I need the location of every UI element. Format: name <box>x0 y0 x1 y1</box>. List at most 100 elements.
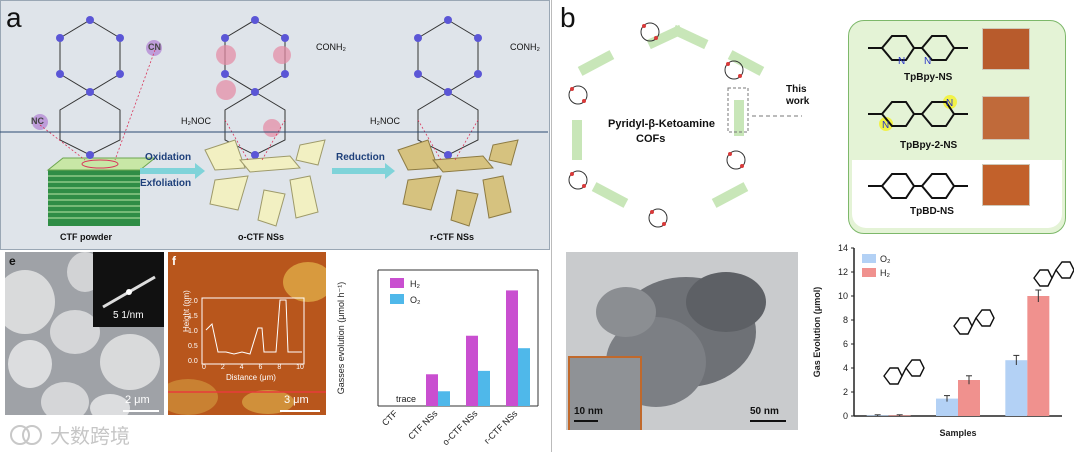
sample-label-tpbpy: TpBpy-NS <box>904 72 952 83</box>
panel-e-letter: e <box>9 254 16 268</box>
y-tick-label: 10 <box>838 291 848 301</box>
o-ctf-nanosheets <box>205 140 325 226</box>
sample-row-tpbpy-2: N N TpBpy-2-NS <box>856 92 1056 156</box>
sample-photo-tpbpy <box>982 28 1030 70</box>
y-axis-label: Gas Evolution (μmol) <box>812 287 822 378</box>
sample-photo-tpbpy-2 <box>982 96 1030 140</box>
bar-H-3 <box>506 290 518 406</box>
bar-H-2 <box>466 336 478 406</box>
scale-bar-f <box>280 410 320 412</box>
afm-inset-ytick-0: 0.0 <box>188 358 198 365</box>
this-work-label-2: work <box>786 96 809 107</box>
panel-a-schematic <box>0 0 548 248</box>
sample-label-tpbd: TpBD-NS <box>910 206 954 217</box>
bar-O-2 <box>1005 360 1027 416</box>
tem-inset-scale: 10 nm <box>574 406 603 417</box>
ctf-network-1 <box>60 20 120 155</box>
legend-label: O₂ <box>410 295 421 305</box>
tem-scale-bar <box>750 420 786 422</box>
bar-H-1 <box>426 374 438 406</box>
group-conh2-label-1: CONH₂ <box>316 42 346 52</box>
svg-text:N: N <box>946 98 953 109</box>
trace-annotation: trace <box>396 394 416 404</box>
y-tick-label: 4 <box>843 363 848 373</box>
group-h2noc-label-2: H₂NOC <box>370 116 400 126</box>
saed-inset: 5 1/nm <box>93 252 164 327</box>
sample-photo-tpbd <box>982 164 1030 206</box>
biphenyl-structure-icon <box>862 166 972 206</box>
y-tick-label: 14 <box>838 243 848 253</box>
stage-label-o-ctf: o-CTF NSs <box>238 232 284 242</box>
afm-xtick: 0 <box>202 364 206 371</box>
afm-xtick: 2 <box>221 364 225 371</box>
x-tick-label: CTF <box>380 408 400 428</box>
afm-xtick: 10 <box>296 364 304 371</box>
x-tick-label: r-CTF NSs <box>482 408 520 446</box>
arrow-oxidation-label: Oxidation <box>145 152 191 163</box>
tem-image-b: 10 nm 50 nm <box>566 252 798 430</box>
ctf-network-3 <box>418 20 478 155</box>
arrow-reduction-label: Reduction <box>336 152 385 163</box>
bipyridine-2-structure-icon: N N <box>862 94 972 134</box>
bar-O-1 <box>438 391 450 406</box>
legend-label: H₂ <box>410 279 420 289</box>
scale-label-e: 2 μm <box>125 394 150 406</box>
scale-bar-e <box>123 410 159 412</box>
saed-scale: 5 1/nm <box>113 310 144 321</box>
y-tick-label: 6 <box>843 339 848 349</box>
afm-inset-ytick-2: 1.0 <box>188 328 198 335</box>
legend-swatch <box>390 278 404 288</box>
group-h2noc-label-1: H₂NOC <box>181 116 211 126</box>
bar-structure-icon <box>954 310 994 334</box>
watermark-logo-icon <box>8 423 44 447</box>
cof-center-label-1: Pyridyl-β-Ketoamine <box>608 118 715 130</box>
r-ctf-nanosheets <box>398 140 518 226</box>
bipyridine-structure-icon: N N <box>862 28 972 68</box>
tem-scale: 50 nm <box>750 406 779 417</box>
tem-image-e: 5 1/nm e 2 μm <box>5 252 164 415</box>
group-nc-label: NC <box>31 116 44 126</box>
legend-label: H₂ <box>880 268 890 278</box>
y-tick-label: 0 <box>843 411 848 421</box>
legend-swatch <box>862 268 876 277</box>
svg-text:N: N <box>882 120 889 131</box>
x-tick-label: o-CTF NSs <box>441 408 480 447</box>
group-conh2-label-2: CONH₂ <box>510 42 540 52</box>
y-axis-label: Gasses evolution (μmol h⁻¹) <box>336 282 346 394</box>
x-axis-label: Samples <box>939 428 976 438</box>
svg-text:N: N <box>924 56 931 67</box>
cof-center-label-2: COFs <box>636 133 665 145</box>
afm-inset-xticks: 0 2 4 6 8 10 <box>202 364 304 371</box>
tem-inset <box>568 356 642 430</box>
stage-label-r-ctf: r-CTF NSs <box>430 232 474 242</box>
bar-H-2 <box>1027 296 1049 416</box>
bar-O-3 <box>518 348 530 406</box>
sample-row-tpbd: TpBD-NS <box>852 160 1062 228</box>
legend-label: O₂ <box>880 254 891 264</box>
afm-inset-ytick-4: 2.0 <box>188 298 198 305</box>
afm-xtick: 6 <box>258 364 262 371</box>
this-work-label-1: This <box>786 84 807 95</box>
y-tick-label: 2 <box>843 387 848 397</box>
afm-inset-ylabel: Height (nm) <box>182 290 191 332</box>
triazine-nodes-1 <box>56 16 124 159</box>
group-cn-label: CN <box>148 42 161 52</box>
svg-text:N: N <box>898 56 905 67</box>
legend-swatch <box>862 254 876 263</box>
ctf-powder-stack <box>48 158 155 226</box>
bar-structure-icon <box>884 360 924 384</box>
afm-image-f: f Height (nm) 0.0 0.5 1.0 1.5 2.0 0 2 4 … <box>168 252 326 415</box>
bar-H-1 <box>958 380 980 416</box>
legend-swatch <box>390 294 404 304</box>
cof-linkers <box>572 25 764 208</box>
afm-xtick: 4 <box>240 364 244 371</box>
afm-inset-xlabel: Distance (μm) <box>226 373 276 382</box>
sample-row-tpbpy: N N TpBpy-NS <box>856 26 1056 88</box>
afm-xtick: 8 <box>277 364 281 371</box>
afm-inset-ytick-3: 1.5 <box>188 313 198 320</box>
bar-O-2 <box>478 371 490 406</box>
y-tick-label: 8 <box>843 315 848 325</box>
watermark-text: 大数跨境 <box>50 420 130 449</box>
